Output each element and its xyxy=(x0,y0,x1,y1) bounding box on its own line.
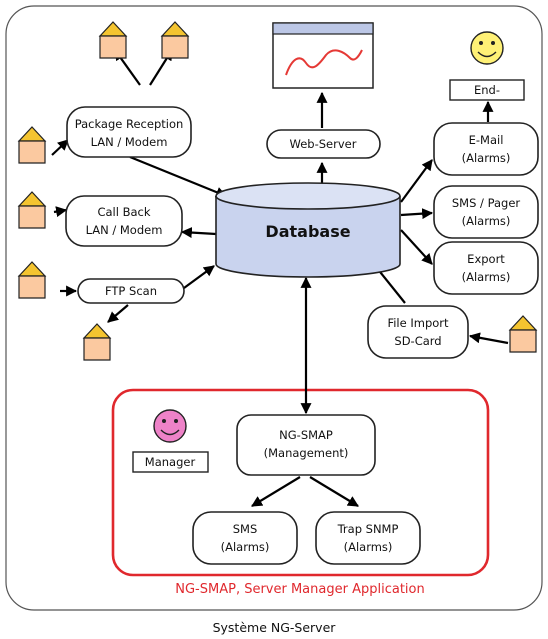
node-label: (Alarms) xyxy=(344,540,393,554)
node-label: E-Mail xyxy=(469,133,504,147)
node-label: (Alarms) xyxy=(221,540,270,554)
ftp-scan-node: FTP Scan xyxy=(77,278,185,304)
node-label: Manager xyxy=(145,455,196,469)
node-label: SMS xyxy=(233,522,258,536)
node-label: (Alarms) xyxy=(462,151,511,165)
smiley-icon xyxy=(153,409,187,443)
node-label: Call Back xyxy=(97,205,150,219)
email-node: E-Mail (Alarms) xyxy=(433,122,539,176)
sms-pager-node: SMS / Pager (Alarms) xyxy=(433,185,539,239)
node-label: NG-SMAP xyxy=(279,428,333,442)
web-chart-icon xyxy=(272,22,374,89)
package-reception-node: Package Reception LAN / Modem xyxy=(66,106,192,158)
group-label: NG-SMAP, Server Manager Application xyxy=(175,582,424,597)
file-import-node: File Import SD-Card xyxy=(367,305,469,359)
node-label: LAN / Modem xyxy=(91,135,168,149)
node-label: Trap SNMP xyxy=(337,522,399,536)
node-label: (Alarms) xyxy=(462,214,511,228)
trap-snmp-node: Trap SNMP (Alarms) xyxy=(315,511,421,565)
node-label: LAN / Modem xyxy=(86,223,163,237)
node-label: (Management) xyxy=(264,446,349,460)
node-label: File Import xyxy=(387,316,449,330)
node-label: FTP Scan xyxy=(105,284,157,298)
node-label: Web-Server xyxy=(290,137,357,151)
node-label: (Alarms) xyxy=(462,270,511,284)
node-label: End- xyxy=(474,83,500,97)
end-user-node: End- xyxy=(449,79,525,101)
smiley-icon xyxy=(470,31,504,65)
sms-node: SMS (Alarms) xyxy=(192,511,298,565)
node-label: SD-Card xyxy=(394,334,441,348)
call-back-node: Call Back LAN / Modem xyxy=(65,195,183,247)
node-label: SMS / Pager xyxy=(452,196,521,210)
manager-node: Manager xyxy=(132,451,209,473)
ngsmap-node: NG-SMAP (Management) xyxy=(236,414,376,476)
database-label: Database xyxy=(265,222,350,241)
figure-caption: Système NG-Server xyxy=(213,620,337,635)
web-server-node: Web-Server xyxy=(266,129,381,159)
export-node: Export (Alarms) xyxy=(433,241,539,295)
node-label: Package Reception xyxy=(75,117,184,131)
database-node: Database xyxy=(215,182,401,278)
node-label: Export xyxy=(467,252,505,266)
